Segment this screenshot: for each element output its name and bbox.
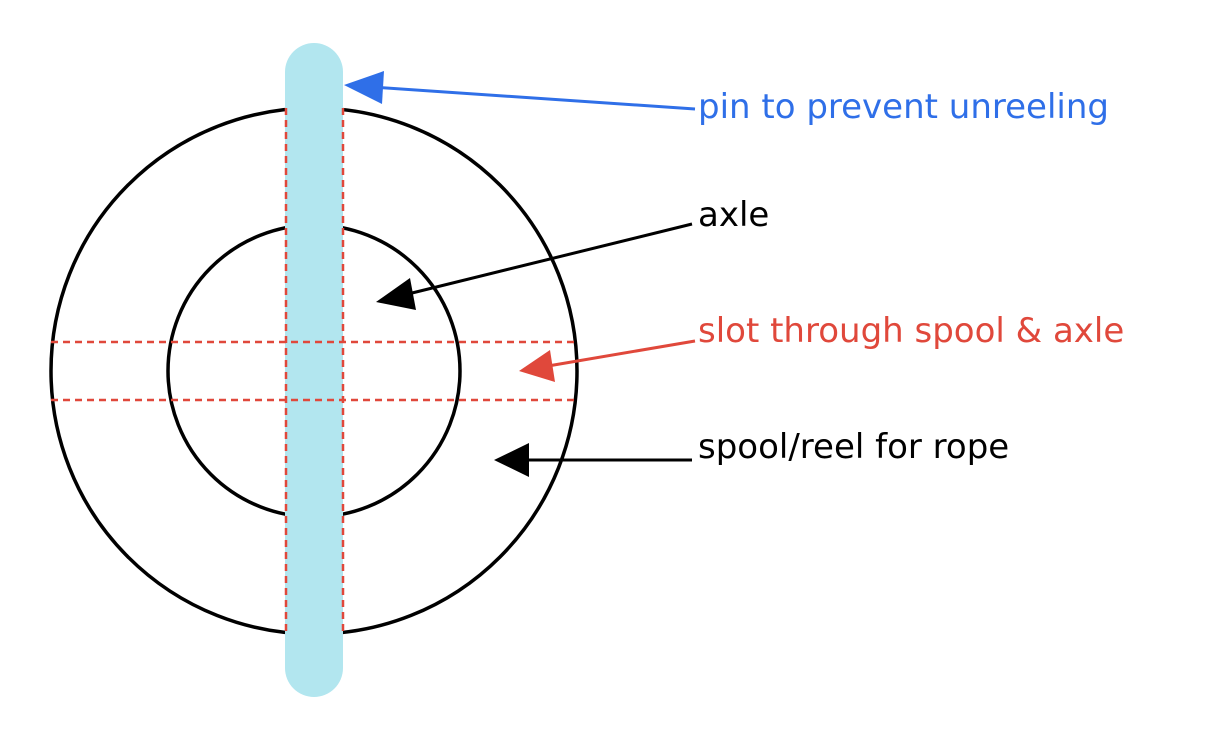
slot-arrow-line: [547, 339, 696, 368]
pin-arrow-head: [344, 71, 384, 104]
spool-arrow-head: [494, 443, 529, 477]
spool-label: spool/reel for rope: [698, 427, 1009, 467]
axle-arrow-head: [376, 278, 416, 310]
slot-dashed-lines: [51, 108, 577, 634]
pin-label: pin to prevent unreeling: [698, 87, 1109, 127]
pin-arrow-line: [371, 85, 696, 111]
slot-arrow-head: [519, 350, 555, 382]
axle-arrow-line: [407, 222, 693, 296]
axle-label: axle: [698, 195, 769, 235]
slot-label: slot through spool & axle: [698, 311, 1124, 351]
pin-bar: [285, 43, 343, 697]
